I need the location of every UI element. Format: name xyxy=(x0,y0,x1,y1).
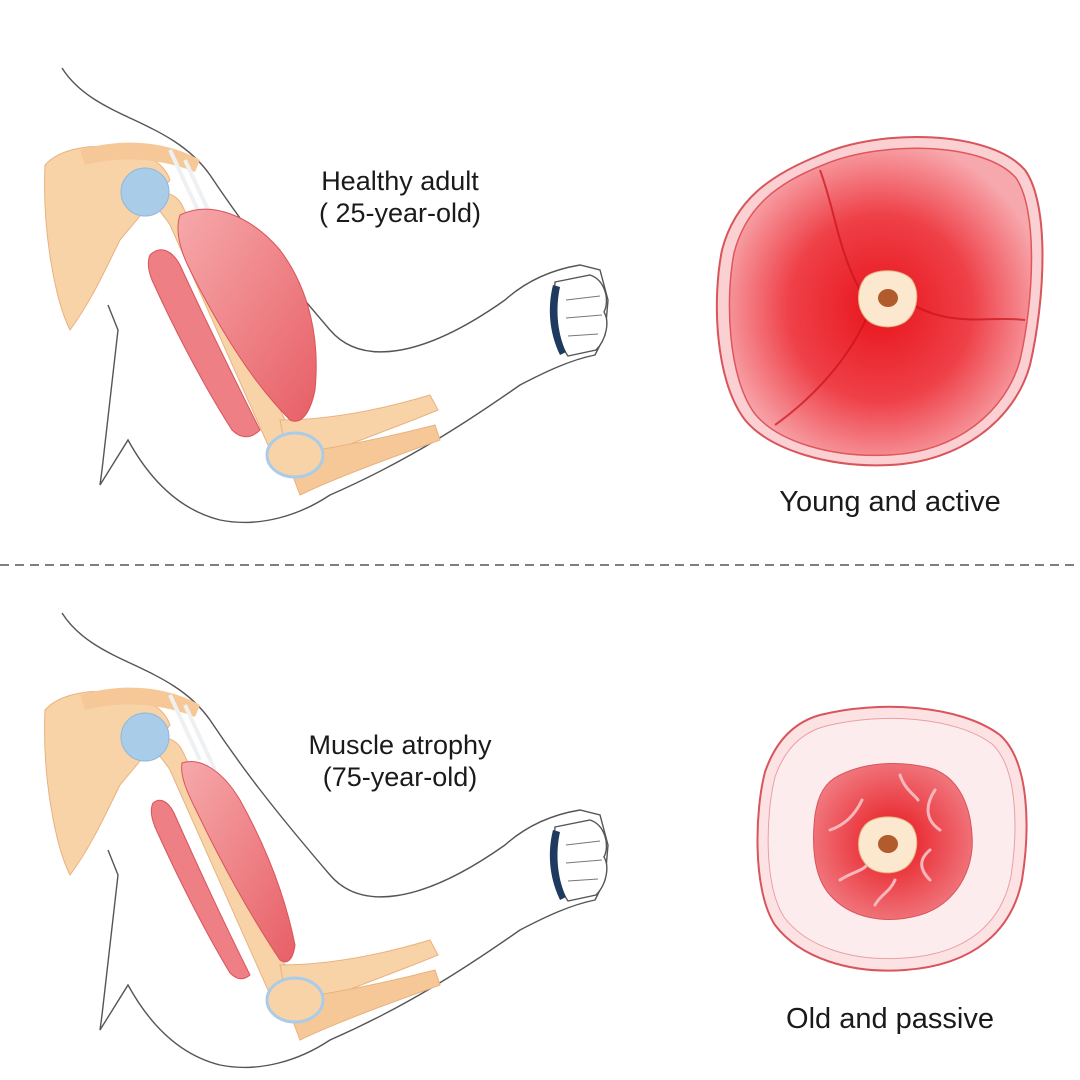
old-muscle-cross-section xyxy=(756,705,1028,972)
young-biceps-muscle xyxy=(177,208,317,422)
young-muscle-cross-section xyxy=(715,135,1044,467)
old-title: Muscle atrophy xyxy=(308,730,492,760)
young-title: Healthy adult xyxy=(321,166,479,196)
young-caption: Young and active xyxy=(779,486,1001,518)
young-arm-illustration xyxy=(42,66,611,525)
young-triceps-muscle xyxy=(147,249,261,438)
old-triceps-muscle xyxy=(150,799,251,980)
old-caption: Old and passive xyxy=(786,1003,994,1035)
old-arm-illustration xyxy=(42,611,611,1070)
old-biceps-muscle xyxy=(181,761,296,963)
old-subtitle: (75-year-old) xyxy=(322,762,478,792)
young-subtitle: ( 25-year-old) xyxy=(318,198,482,228)
